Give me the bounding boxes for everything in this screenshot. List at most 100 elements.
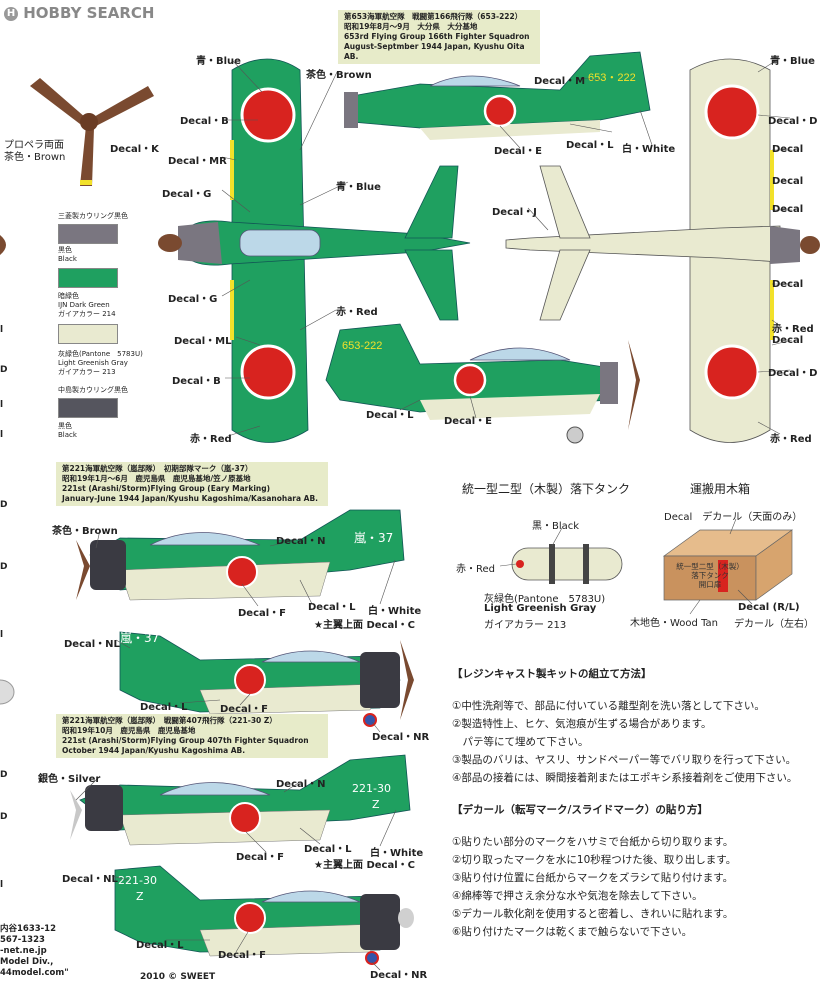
tank-color-jp: 灰緑色(Pantone 5783U) [484,594,606,605]
decal-howto-item: ④綿棒等で押さえ余分な水や気泡を除去して下さい。 [452,890,703,902]
label-decal-g1: Decal・G [162,189,212,200]
assembly-item: ②製造特性上、ヒケ、気泡痕が生ずる場合があります。 [452,718,712,730]
address-line: 567-1323 [0,935,45,945]
scheme3-caption: 第221海軍航空隊（嵐部隊） 戦闘第407飛行隊（221-30 Z） 昭和19年… [56,714,328,758]
label-red1: 赤・Red [336,307,378,318]
scheme3-plane-a: 221-30 Z [70,754,411,846]
crate-decal-rl: Decal (R/L) [738,602,800,613]
label-decal-f: Decal・F [238,608,287,619]
label-decal-j: Decal・J [492,207,537,218]
caption-line: 221st (Arashi/Storm)Flying Group (Eary M… [62,484,271,493]
address-block: 内谷1633-12 567-1323 -net.ne.jp Model Div.… [0,924,69,979]
legend-text: Black [58,431,77,439]
label-decal-r4: Decal [772,279,804,290]
label-decal-f: Decal・F [236,852,285,863]
label-decal-d1: Decal・D [768,116,818,127]
assembly-item: ③製品のバリは、ヤスリ、サンドペーパー等でバリ取りを行って下さい。 [452,754,797,766]
label-red-right2: 赤・Red [770,434,812,445]
label-silver: 銀色・Silver [38,774,101,785]
underview-plane [505,58,820,443]
cut-letter: D [0,812,8,822]
crate-drawing [662,518,794,615]
swatch-light-greenish-gray [58,324,118,344]
label-white: 白・White [622,144,676,155]
crate-text-line: 開口扉 [698,580,722,589]
label-red-right: 赤・Red [772,324,814,335]
caption-line: January-June 1944 Japan/Kyushu Kagoshima… [62,494,319,503]
label-decal-n: Decal・N [276,536,326,547]
svg-text:653・222: 653・222 [588,72,636,84]
swatch-dark-green [58,268,118,288]
crate-text-line: 落下タンク [691,571,729,580]
label-decal-l: Decal・L [140,702,188,713]
svg-text:221-30: 221-30 [352,782,391,795]
label-decal-n: Decal・N [276,779,326,790]
sideview-lower-plane: 653-222 [325,323,640,444]
label-decal-l: Decal・L [304,844,352,855]
label-decal-r1: Decal [772,144,804,155]
label-white: 白・White [368,606,422,617]
swatch-nakajima-cowling [58,398,118,418]
label-brown: 茶色・Brown [306,70,372,81]
label-decal-e1: Decal・E [494,146,543,157]
tank-color-code: ガイアカラー 213 [484,620,567,631]
legend-text: ガイアカラー 214 [58,310,116,318]
label-blue-right: 青・Blue [770,56,815,67]
swatch-mitsubishi-cowling [58,224,118,244]
hobby-search-logo: H HOBBY SEARCH [4,4,154,22]
cut-letter: l [0,430,4,440]
caption-line: 第221海軍航空隊（嵐部隊） 初期部隊マーク（嵐-37） [62,464,253,473]
label-decal-f: Decal・F [220,704,269,715]
caption-line: 第221海軍航空隊（嵐部隊） 戦闘第407飛行隊（221-30 Z） [62,716,277,725]
legend-text: 中島製カウリング黒色 [58,386,128,394]
label-wing-decal-c: ★主翼上面 Decal・C [314,620,415,631]
legend-text: 灰緑色(Pantone 5783U) [58,350,143,358]
decal-howto-item: ③貼り付け位置に台紙からマークをズラシて貼り付けます。 [452,872,734,884]
caption-line: October 1944 Japan/Kyushu Kagoshima AB. [62,746,246,755]
cut-letter: l [0,880,4,890]
propeller-drawing [30,78,154,186]
address-line: -net.ne.jp [0,946,47,956]
svg-text:221-30: 221-30 [118,874,157,887]
label-decal-m: Decal・M [534,76,586,87]
caption-line: 第653海軍航空隊 戦闘第166飛行隊（653-222） [344,12,523,21]
label-decal-nl: Decal・NL [64,639,120,650]
tank-color-en: Light Greenish Gray [484,603,597,614]
svg-text:Z: Z [136,890,144,903]
scheme2-caption: 第221海軍航空隊（嵐部隊） 初期部隊マーク（嵐-37） 昭和19年1月～6月 … [56,462,328,506]
legend-text: ガイアカラー 213 [58,368,116,376]
scheme1-caption: 第653海軍航空隊 戦闘第166飛行隊（653-222） 昭和19年8月～9月 … [338,10,540,64]
crate-decal-top: Decal デカール（天面のみ） [664,512,803,523]
prop-decal-label: Decal・K [110,144,159,155]
label-decal-d2: Decal・D [768,368,818,379]
tank-black-label: 黒・Black [532,521,580,532]
decal-howto-item: ②切り取ったマークを水に10秒程つけた後、取り出します。 [452,854,737,866]
scheme2-plane-b: 嵐・37 [119,631,414,727]
scheme3-plane-b: 221-30 Z [114,865,414,965]
drop-tank-drawing [499,527,623,584]
crate-title: 運搬用木箱 [690,482,751,496]
label-decal-b1: Decal・B [180,116,229,127]
label-decal-mr: Decal・MR [168,156,227,167]
caption-line: 221st (Arashi/Storm)Flying Group 407th F… [62,736,309,745]
assembly-item: ④部品の接着には、瞬間接着剤またはエポキシ系接着剤をご使用下さい。 [452,772,798,784]
legend-text: 三菱製カウリング黒色 [58,212,128,220]
caption-line: 昭和19年10月 鹿児島県 鹿児島基地 [62,726,196,735]
caption-line: August-Septmber 1944 Japan, Kyushu Oita … [344,42,525,61]
cut-letter: D [0,562,8,572]
assembly-item: ①中性洗剤等で、部品に付いている離型剤を洗い落として下さい。 [452,700,765,712]
label-decal-e2: Decal・E [444,416,493,427]
prop-label-color: 茶色・Brown [4,152,66,163]
crate-text-line: 統一型二型（木製） [676,562,744,571]
label-decal-b2: Decal・B [172,376,221,387]
legend-text: 黒色 [58,246,72,254]
label-blue-top: 青・Blue [196,56,241,67]
cut-letter: l [0,400,4,410]
label-wing-decal-c: ★主翼上面 Decal・C [314,860,415,871]
label-decal-l2: Decal・L [366,410,414,421]
logo-icon: H [4,6,18,21]
label-decal-l1: Decal・L [566,140,614,151]
copyright: 2010 © SWEET [140,972,216,982]
caption-line: 653rd Flying Group 166th Fighter Squadro… [344,32,530,41]
